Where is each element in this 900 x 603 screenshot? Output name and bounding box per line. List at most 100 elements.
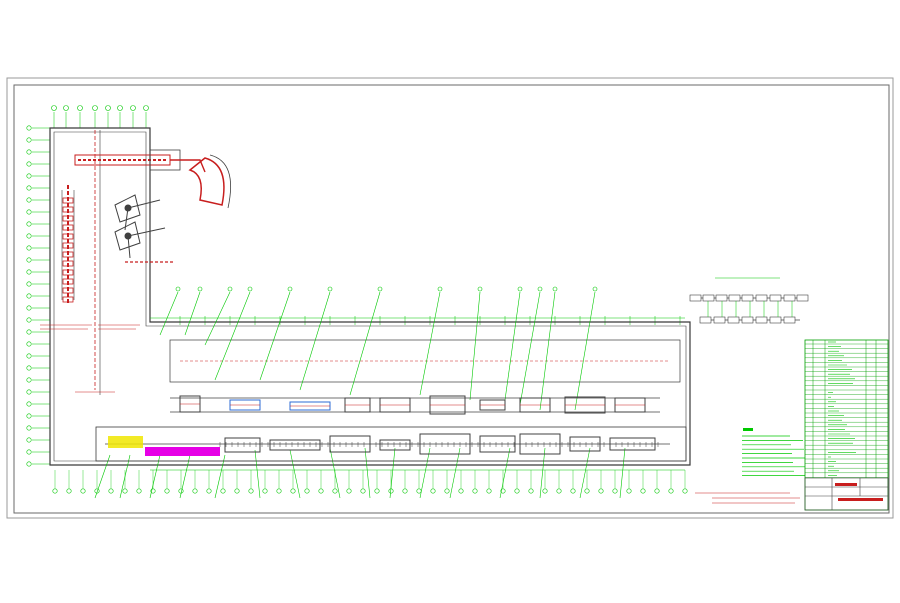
callout-leader xyxy=(469,291,481,401)
callout-leader xyxy=(579,447,591,499)
axis-bubble xyxy=(26,209,32,215)
axis-bubble xyxy=(77,105,83,111)
axis-bubble xyxy=(26,353,32,359)
machine-unit xyxy=(569,436,601,452)
callout-leader xyxy=(329,447,341,499)
flow-box xyxy=(702,294,715,302)
callout-leader xyxy=(149,454,161,499)
title-block xyxy=(804,477,889,511)
vertical-grid-lines xyxy=(53,112,681,325)
axis-bubble xyxy=(52,488,58,494)
callout-bubble xyxy=(227,286,233,292)
axis-bubble xyxy=(164,488,170,494)
axis-bubble xyxy=(220,488,226,494)
axis-bubble xyxy=(612,488,618,494)
axis-bubble xyxy=(26,449,32,455)
callout-bubble xyxy=(197,286,203,292)
callout-leader xyxy=(349,291,381,396)
top-axis-bubbles xyxy=(51,105,149,111)
callout-bubble xyxy=(592,286,598,292)
callout-bubble xyxy=(437,286,443,292)
process-line-1-units xyxy=(179,395,646,415)
station xyxy=(62,224,74,231)
axis-bubble xyxy=(332,488,338,494)
axis-bubble xyxy=(26,137,32,143)
axis-bubble xyxy=(26,437,32,443)
vertical-process-line xyxy=(61,185,75,305)
callout-leader xyxy=(204,291,231,346)
station xyxy=(62,260,74,267)
machine-unit xyxy=(224,437,261,453)
axis-bubble xyxy=(26,365,32,371)
station xyxy=(62,251,74,258)
inner-hall xyxy=(169,339,681,383)
callout-leader xyxy=(574,291,596,411)
axis-bubble xyxy=(472,488,478,494)
axis-bubble xyxy=(290,488,296,494)
axis-bubble xyxy=(262,488,268,494)
axis-bubble xyxy=(143,105,149,111)
axis-bubble xyxy=(430,488,436,494)
callout-leader xyxy=(214,291,251,381)
axis-bubble xyxy=(486,488,492,494)
station xyxy=(62,296,74,303)
axis-bubble xyxy=(26,293,32,299)
axis-bubble xyxy=(570,488,576,494)
axis-bubble xyxy=(26,161,32,167)
axis-bubble xyxy=(117,105,123,111)
callout-leaders xyxy=(159,286,598,411)
axis-bubble xyxy=(26,341,32,347)
axis-bubble xyxy=(26,125,32,131)
machine-unit xyxy=(479,435,516,453)
axis-bubble xyxy=(66,488,72,494)
vertical-line-stations xyxy=(62,197,74,303)
axis-bubble xyxy=(206,488,212,494)
callout-bubble xyxy=(537,286,543,292)
callout-bubble xyxy=(247,286,253,292)
callout-leader xyxy=(499,447,511,499)
axis-bubble xyxy=(26,461,32,467)
callout-bubble xyxy=(552,286,558,292)
axis-bubble xyxy=(26,149,32,155)
callout-bubble xyxy=(175,286,181,292)
axis-bubble xyxy=(682,488,688,494)
axis-bubble xyxy=(556,488,562,494)
axis-bubble xyxy=(26,173,32,179)
axis-bubble xyxy=(192,488,198,494)
station xyxy=(62,287,74,294)
callout-leader xyxy=(539,447,546,499)
flow-box xyxy=(755,294,768,302)
callout-leader xyxy=(364,447,371,499)
process-line-2 xyxy=(95,426,687,462)
flow-box xyxy=(689,294,702,302)
axis-bubble xyxy=(318,488,324,494)
callout-leader xyxy=(504,291,521,401)
callout-bubble xyxy=(327,286,333,292)
process-line-1 xyxy=(170,397,660,413)
flow-box xyxy=(769,316,782,324)
axis-bubble xyxy=(654,488,660,494)
title-block-label-2 xyxy=(835,483,857,486)
axis-bubble xyxy=(416,488,422,494)
flow-box xyxy=(715,294,728,302)
axis-bubble xyxy=(458,488,464,494)
axis-bubble xyxy=(360,488,366,494)
flow-box xyxy=(741,316,754,324)
axis-bubble xyxy=(584,488,590,494)
axis-bubble xyxy=(402,488,408,494)
machine-unit xyxy=(419,433,471,455)
axis-bubble xyxy=(26,425,32,431)
axis-bubble xyxy=(63,105,69,111)
axis-bubble xyxy=(150,488,156,494)
notes-heading xyxy=(743,428,753,431)
station xyxy=(62,197,74,204)
axis-bubble xyxy=(304,488,310,494)
station xyxy=(62,233,74,240)
callout-leader xyxy=(119,454,131,499)
axis-bubble xyxy=(51,105,57,111)
axis-bubble xyxy=(108,488,114,494)
callout-leader xyxy=(619,447,626,499)
axis-bubble xyxy=(346,488,352,494)
